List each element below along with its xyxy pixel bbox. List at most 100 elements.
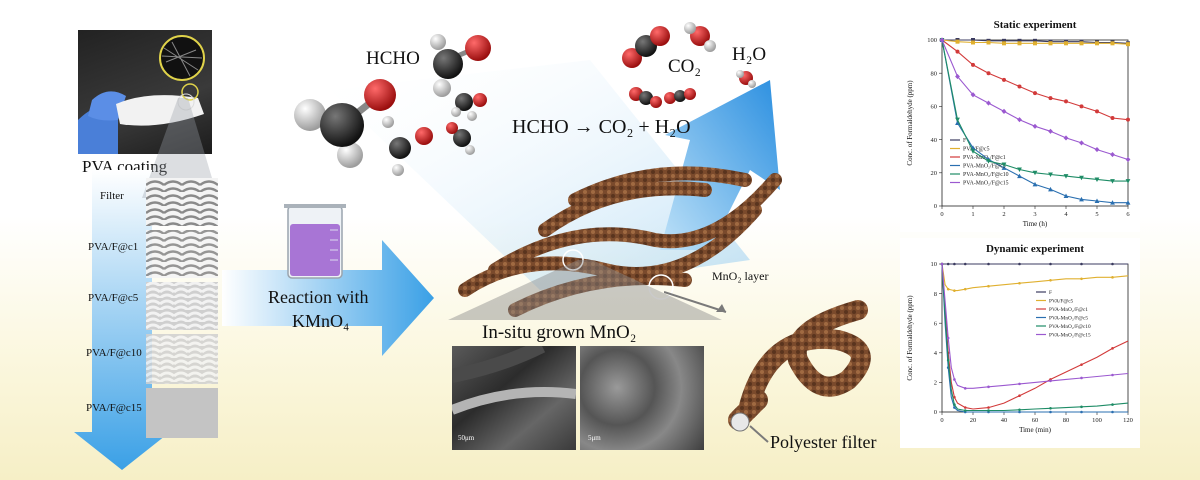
mesh-c10 <box>146 334 218 384</box>
x-tick-label: 0 <box>940 417 943 424</box>
y-tick-label: 4 <box>934 350 938 357</box>
sample-label-filter: Filter <box>100 190 124 202</box>
reaction-line2: KMnO₄ <box>292 311 350 331</box>
hcho-label: HCHO <box>366 48 420 69</box>
series-point <box>987 262 990 266</box>
series-point <box>1063 135 1069 141</box>
sample-label-c1: PVA/F@c1 <box>88 241 139 253</box>
series-point <box>1094 177 1100 182</box>
series-point <box>1048 41 1053 46</box>
legend-entry: PVA/F@c5 <box>963 147 990 153</box>
reaction-equation: HCHO → CO₂ + H₂O <box>512 116 691 138</box>
sem-image-right: 5μm <box>580 346 704 450</box>
beaker-icon <box>284 204 346 279</box>
series-point <box>1048 186 1053 192</box>
series-point <box>963 406 967 409</box>
y-tick-label: 40 <box>931 137 938 144</box>
output-arrow <box>660 80 780 250</box>
series-line <box>941 39 1129 161</box>
series-point <box>1125 200 1131 205</box>
series-point <box>1095 109 1099 114</box>
series-point <box>1018 262 1021 266</box>
sample-mesh-stack <box>146 178 218 438</box>
mesh-c15 <box>146 388 218 438</box>
y-tick-label: 10 <box>931 261 938 268</box>
series-point <box>946 358 950 362</box>
mno2-pointer <box>664 291 727 313</box>
series-point <box>987 406 990 409</box>
series-point <box>970 92 976 98</box>
series-point <box>1018 410 1021 414</box>
hcho-molecule-top <box>430 34 491 97</box>
series-point <box>1048 128 1053 134</box>
series-point <box>1002 38 1006 43</box>
hcho-molecule-small-2 <box>451 93 487 121</box>
series-point <box>1018 281 1021 285</box>
hcho-molecule-small-1 <box>382 116 433 176</box>
h2o-molecule-1 <box>684 22 716 52</box>
series-point <box>1111 347 1114 350</box>
series-point <box>963 262 967 266</box>
series-point <box>953 403 956 406</box>
series-point <box>987 385 990 389</box>
y-tick-label: 80 <box>931 70 938 77</box>
series-point <box>1079 104 1084 109</box>
molecule-art <box>294 22 756 176</box>
series-point <box>1080 277 1083 281</box>
series-point <box>971 40 975 45</box>
series-point <box>963 409 967 412</box>
series-line <box>941 263 1129 412</box>
legend-entry: PVA-MnO₂/F@c5 <box>963 164 1006 170</box>
series-line <box>941 263 1129 292</box>
series-point <box>1079 175 1084 181</box>
series-point <box>1017 84 1022 89</box>
series-point <box>1018 382 1021 386</box>
y-tick-label: 0 <box>934 203 937 210</box>
series-point <box>986 40 991 45</box>
series-point <box>1049 262 1052 266</box>
series-point <box>987 409 990 412</box>
series-line <box>941 39 1128 204</box>
polyester-label: Polyester filter <box>770 432 877 452</box>
mesh-c1 <box>146 230 218 278</box>
series-point <box>1063 193 1069 199</box>
series-line <box>941 263 1129 389</box>
series-point <box>1110 179 1115 184</box>
legend-entry: PVA/F@c5 <box>1049 299 1074 305</box>
series-point <box>1017 117 1022 123</box>
sem-image-left: 50μm <box>452 346 576 450</box>
series-point <box>955 73 960 80</box>
mno2-layer-label: MnO₂ layer <box>712 269 769 283</box>
series-point <box>955 120 960 125</box>
series-point <box>1080 262 1083 266</box>
legend-entry: PVA-MnO₂/F@c1 <box>1049 307 1088 313</box>
series-point <box>1048 172 1053 177</box>
series-point <box>1033 38 1037 43</box>
legend-entry: PVA-MnO₂/F@c10 <box>963 172 1009 178</box>
series-point <box>955 39 960 44</box>
y-tick-label: 100 <box>927 37 937 44</box>
series-point <box>1017 41 1022 46</box>
y-axis-label: Conc. of Formaldehyde (ppm) <box>906 295 914 381</box>
sample-label-c10: PVA/F@c10 <box>86 347 142 359</box>
sem-scale-right: 5μm <box>588 434 601 442</box>
series-point <box>1002 41 1006 46</box>
series-point <box>1002 77 1006 82</box>
hcho-molecule-large <box>294 79 396 168</box>
series-point <box>946 287 950 291</box>
series-point <box>940 262 944 266</box>
mesh-c5 <box>146 282 218 330</box>
co2-label: CO₂ <box>668 56 702 77</box>
x-tick-label: 5 <box>1095 211 1098 218</box>
series-point <box>1126 117 1130 122</box>
series-point <box>1095 41 1099 46</box>
series-point <box>986 71 991 76</box>
x-tick-label: 80 <box>1063 417 1070 424</box>
series-point <box>1033 91 1037 96</box>
series-point <box>1110 41 1115 46</box>
filter-photo-art <box>78 35 205 154</box>
x-tick-label: 0 <box>940 211 943 218</box>
series-point <box>1110 151 1115 158</box>
